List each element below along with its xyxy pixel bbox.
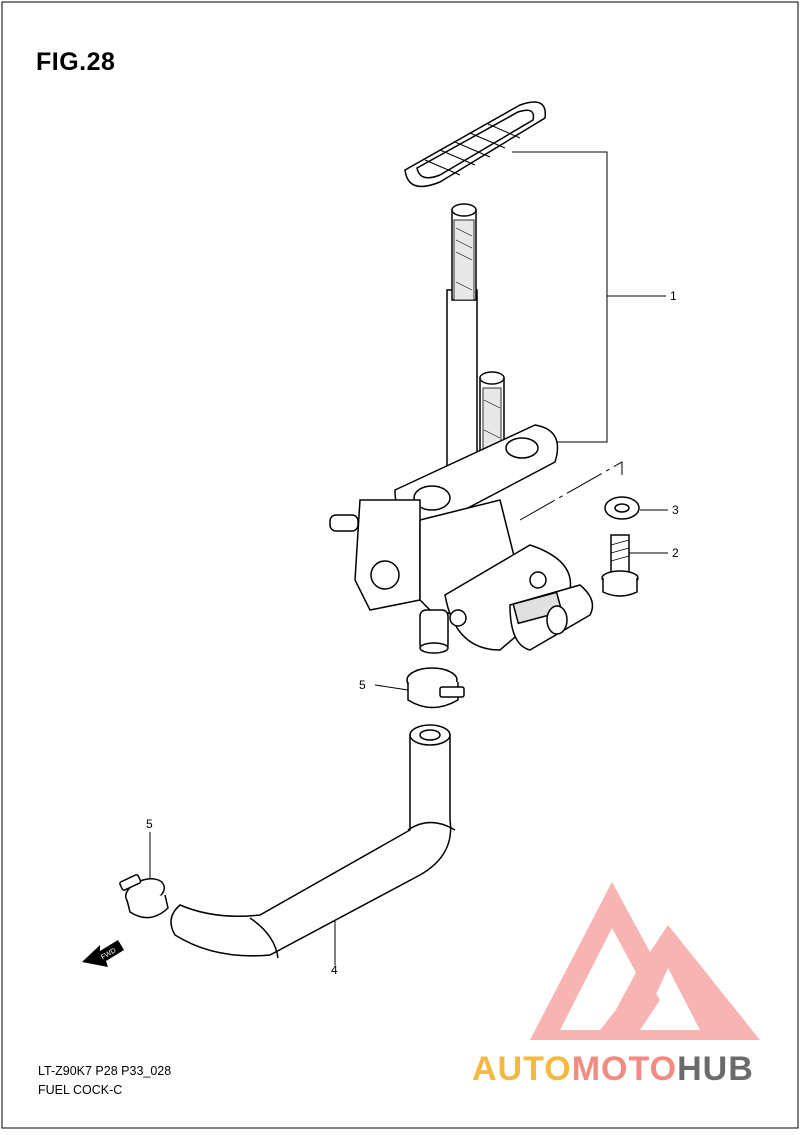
watermark-part-auto: AUTO (472, 1050, 572, 1088)
callout-2: 2 (672, 546, 679, 560)
footer-part-name: FUEL COCK-C (38, 1083, 123, 1097)
watermark-part-hub: HUB (677, 1050, 754, 1088)
callout-4: 4 (331, 963, 338, 977)
callout-1: 1 (670, 289, 677, 303)
callout-1-leader (512, 151, 666, 443)
washer-leader (519, 461, 623, 521)
figure-title: FIG.28 (36, 48, 116, 76)
watermark-part-moto: MOTO (571, 1050, 678, 1088)
fuel-cock-body (329, 424, 594, 654)
long-filter-pipe (446, 203, 478, 491)
hose-clamp-upper (374, 667, 465, 709)
fuel-hose-part (170, 724, 456, 965)
callout-3: 3 (672, 503, 679, 517)
bolt-part (601, 534, 668, 597)
gasket-part (404, 101, 547, 188)
washer-part (604, 496, 668, 520)
watermark-text: AUTOMOTOHUB (472, 1050, 754, 1089)
callout-5-lower: 5 (146, 817, 153, 831)
hose-clamp-lower (119, 832, 169, 919)
footer-part-code: LT-Z90K7 P28 P33_028 (38, 1064, 172, 1078)
forward-arrow-icon (82, 940, 124, 967)
watermark-logo (530, 882, 760, 1040)
callout-5-upper: 5 (359, 678, 366, 692)
